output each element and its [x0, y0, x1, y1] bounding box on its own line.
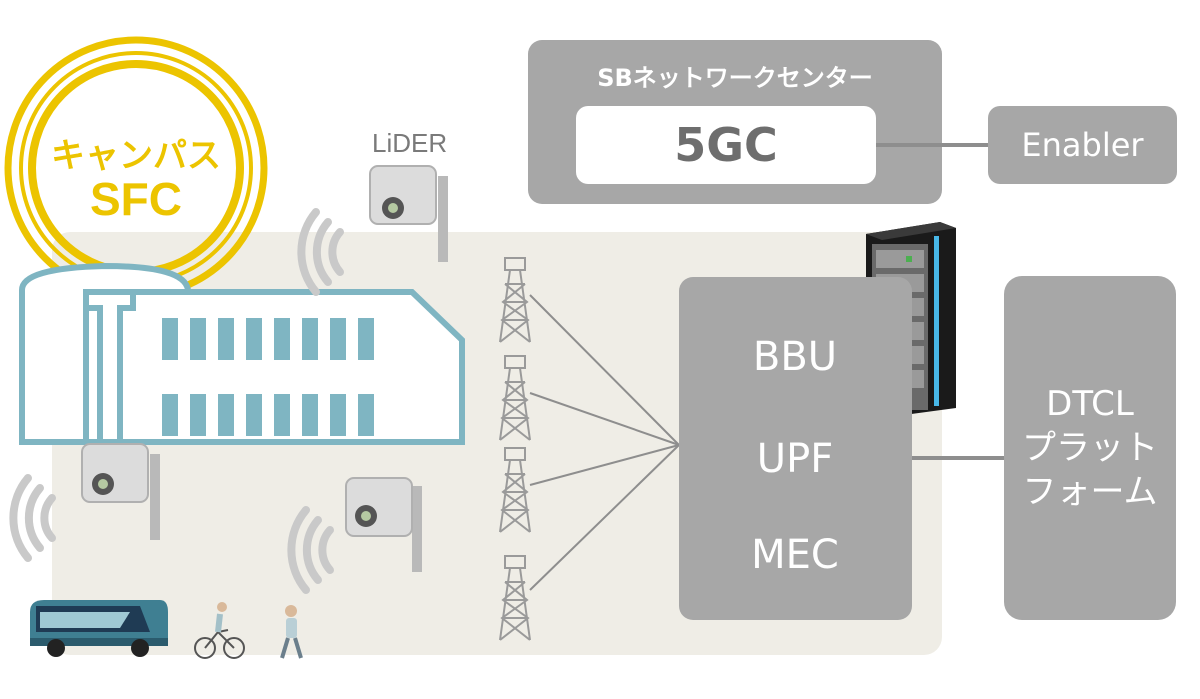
- signal-waves-icon: [9, 474, 56, 562]
- mec-label: MEC: [751, 532, 839, 578]
- network-center-title: SBネットワークセンター: [597, 64, 873, 92]
- platform-box: DTCL プラット フォーム: [1004, 276, 1176, 620]
- campus-building-icon: [19, 262, 465, 445]
- link-antenna-4: [529, 444, 680, 591]
- cyclist-icon: [194, 602, 245, 659]
- enabler-box: Enabler: [988, 106, 1177, 184]
- lider-sensor-icon: [369, 165, 448, 262]
- antenna-tower-icon: [499, 447, 531, 533]
- lider-sensor-icon: [81, 443, 160, 540]
- edge-box: [679, 277, 912, 620]
- link-antenna-2: [529, 392, 680, 446]
- pedestrian-icon: [280, 605, 303, 659]
- bus-icon: [30, 600, 168, 657]
- platform-line1: DTCL: [1046, 384, 1134, 424]
- campus-badge-line2: SFC: [90, 173, 182, 225]
- lider-label: LiDER: [372, 128, 448, 158]
- link-antenna-1: [529, 294, 680, 446]
- 5gc-box: 5GC: [576, 106, 876, 184]
- lider-sensor-icon: [345, 477, 422, 572]
- upf-label: UPF: [756, 436, 834, 482]
- campus-badge-line1: キャンパス: [51, 136, 221, 176]
- bbu-label: BBU: [752, 334, 838, 380]
- signal-waves-icon: [297, 208, 344, 296]
- antenna-tower-icon: [499, 257, 531, 343]
- link-antenna-3: [529, 444, 680, 486]
- enabler-label: Enabler: [1021, 126, 1144, 164]
- 5gc-label: 5GC: [674, 118, 778, 172]
- signal-waves-icon: [287, 506, 334, 594]
- platform-line2: プラット: [1022, 428, 1158, 468]
- platform-line3: フォーム: [1022, 472, 1158, 512]
- antenna-tower-icon: [499, 555, 531, 641]
- antenna-tower-icon: [499, 355, 531, 441]
- building-windows: [162, 318, 374, 436]
